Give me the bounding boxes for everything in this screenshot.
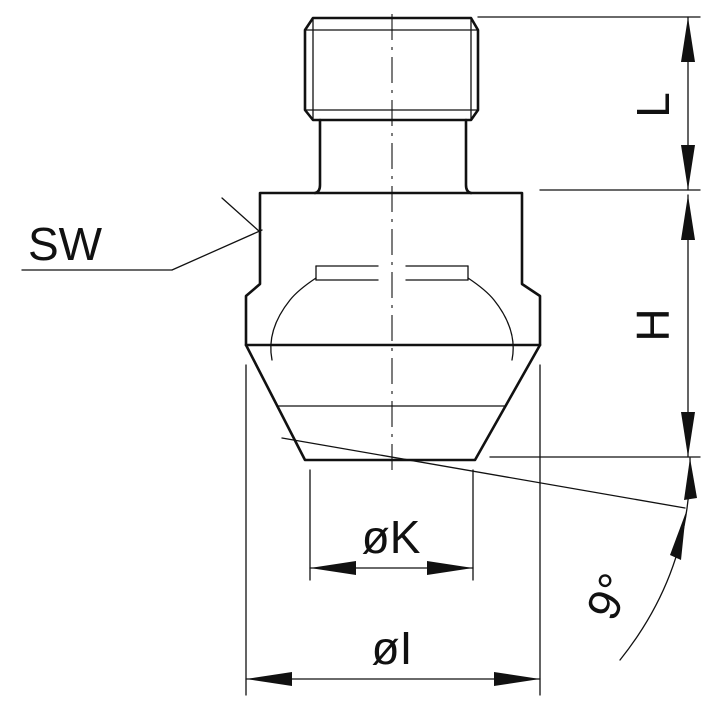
label-angle: 9°: [576, 565, 642, 627]
neck: [313, 118, 473, 195]
label-i: øI: [372, 622, 413, 674]
label-h: H: [627, 308, 679, 341]
lower-cone: [244, 343, 542, 462]
label-l: L: [627, 92, 679, 118]
ball-sphere: [270, 265, 514, 361]
hex-body: [244, 191, 542, 347]
dimension-k: [309, 469, 474, 581]
label-k: øK: [362, 511, 421, 563]
dimension-i: [245, 364, 541, 696]
label-sw: SW: [28, 218, 103, 270]
sw-leader: [21, 197, 263, 271]
dimension-angle: [281, 437, 697, 661]
dimension-h: [489, 194, 701, 458]
dimension-l: [477, 16, 701, 191]
